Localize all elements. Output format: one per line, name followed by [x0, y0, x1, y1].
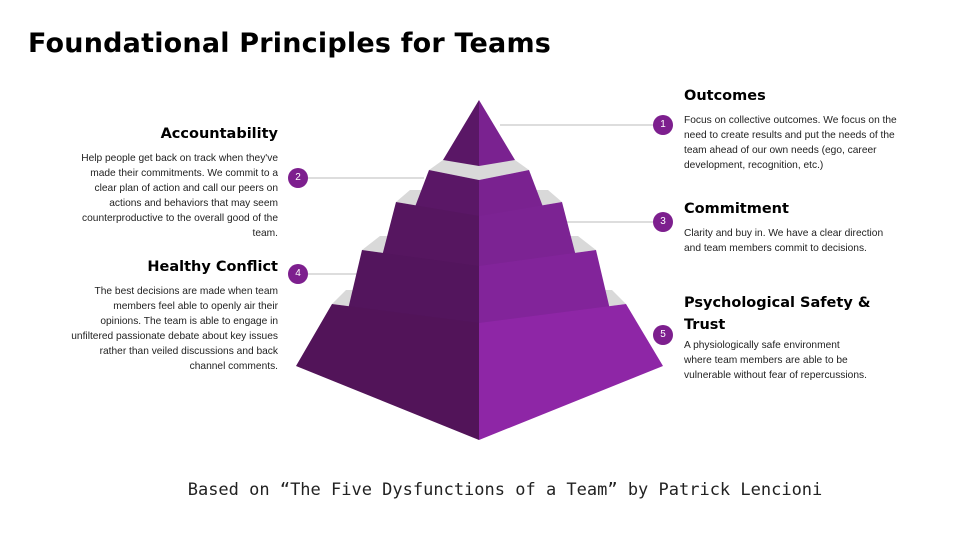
source-attribution: Based on “The Five Dysfunctions of a Tea… — [187, 480, 823, 500]
level-title: Healthy Conflict — [147, 259, 278, 275]
pyramid-tier-5-right — [479, 304, 663, 440]
level-block-accountability: Accountability Help people get back on t… — [70, 123, 278, 241]
pyramid-tier-1-right — [479, 100, 515, 166]
level-description: A physiologically safe environment where… — [684, 340, 867, 381]
level-description: The best decisions are made when team me… — [71, 286, 278, 372]
level-number-badge-1: 1 — [653, 115, 673, 135]
level-number-badge-5: 5 — [653, 325, 673, 345]
level-title: Psychological Safety & Trust — [684, 295, 871, 333]
level-description: Help people get back on track when they'… — [81, 153, 278, 239]
level-number-badge-4: 4 — [288, 264, 308, 284]
level-description: Focus on collective outcomes. We focus o… — [684, 115, 897, 171]
pyramid-tier-1-left — [443, 100, 479, 166]
pyramid-tier-5-left — [296, 304, 479, 440]
level-description: Clarity and buy in. We have a clear dire… — [684, 228, 884, 254]
page-title: Foundational Principles for Teams — [28, 28, 552, 59]
level-block-psychological-safety: Psychological Safety & Trust A physiolog… — [684, 292, 884, 383]
level-number-badge-3: 3 — [653, 212, 673, 232]
level-title: Accountability — [160, 126, 278, 142]
level-block-commitment: Commitment Clarity and buy in. We have a… — [684, 198, 899, 256]
level-block-outcomes: Outcomes Focus on collective outcomes. W… — [684, 85, 899, 173]
level-number-badge-2: 2 — [288, 168, 308, 188]
level-title: Outcomes — [684, 88, 766, 104]
level-block-healthy-conflict: Healthy Conflict The best decisions are … — [70, 256, 278, 374]
level-title: Commitment — [684, 201, 789, 217]
